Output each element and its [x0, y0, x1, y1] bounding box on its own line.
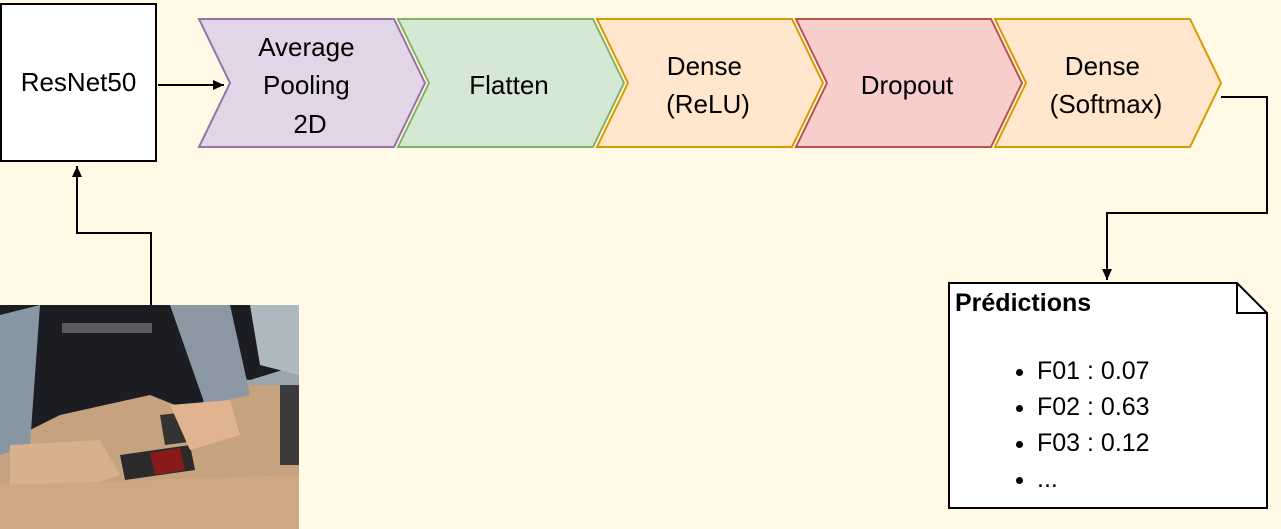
predictions-panel: Prédictions F01 : 0.07 F02 : 0.63 F03 : …: [949, 283, 1267, 509]
prediction-item: F01 : 0.07: [1037, 353, 1150, 389]
arrow-softmax-to-predictions: [1102, 96, 1268, 280]
prediction-item: F02 : 0.63: [1037, 389, 1150, 425]
resnet50-label: ResNet50: [20, 67, 137, 97]
prediction-item: F03 : 0.12: [1037, 425, 1150, 461]
layer-average-pooling-label: Average Pooling 2D: [258, 32, 362, 139]
note-fold-corner: [1236, 283, 1267, 314]
photo-hands-cubes-icon: [0, 305, 299, 529]
resnet50-block: ResNet50: [0, 3, 157, 162]
layer-flatten-label: Flatten: [469, 70, 549, 100]
layer-dropout-label: Dropout: [861, 70, 954, 100]
layer-dense-relu: Dense (ReLU): [595, 18, 825, 148]
layer-average-pooling: Average Pooling 2D: [197, 18, 427, 148]
predictions-note-shape: [948, 282, 1268, 509]
prediction-item: ...: [1037, 461, 1150, 497]
predictions-title: Prédictions: [955, 289, 1092, 317]
predictions-list: F01 : 0.07 F02 : 0.63 F03 : 0.12 ...: [1007, 353, 1150, 497]
layer-dense-relu-label: Dense (ReLU): [666, 51, 750, 119]
layer-dense-softmax-label: Dense (Softmax): [1050, 51, 1163, 119]
layer-dense-softmax: Dense (Softmax): [993, 18, 1223, 148]
layer-flatten: Flatten: [396, 18, 626, 148]
layer-dropout: Dropout: [794, 18, 1024, 148]
arrow-image-to-resnet: [72, 166, 152, 305]
input-image: [0, 305, 299, 529]
